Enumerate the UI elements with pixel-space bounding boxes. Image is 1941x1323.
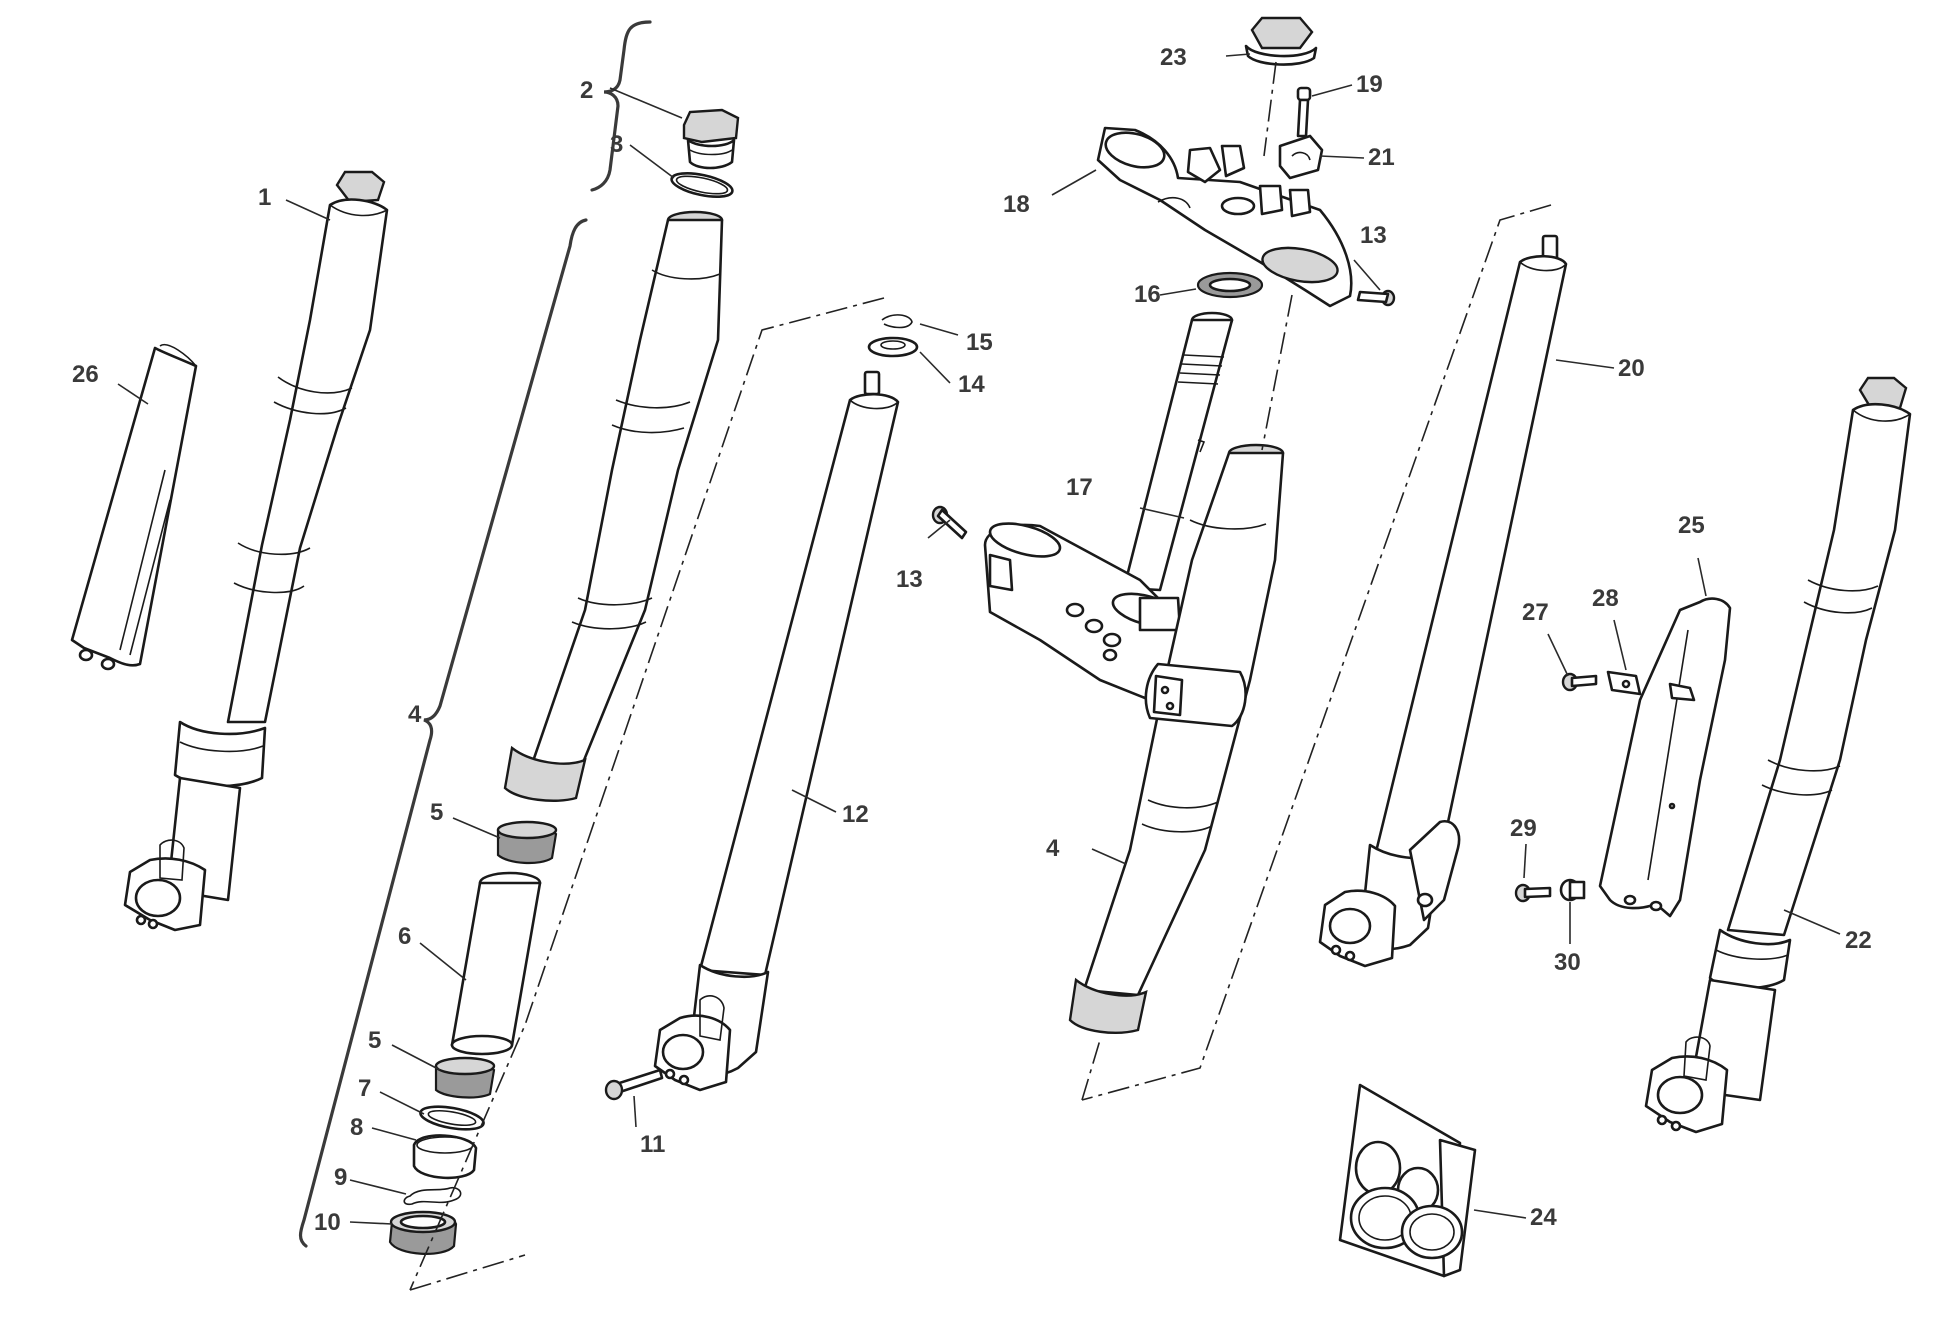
spacer-30 xyxy=(1561,880,1584,900)
callout-20: 20 xyxy=(1618,355,1645,382)
seal-kit-bag xyxy=(1340,1085,1475,1276)
oil-seal xyxy=(414,1135,476,1177)
bolt-27 xyxy=(1563,674,1596,690)
group-brackets xyxy=(298,20,652,1248)
washer xyxy=(419,1103,486,1134)
callout-27: 27 xyxy=(1522,599,1549,626)
callout-11: 11 xyxy=(640,1131,665,1158)
callout-19: 19 xyxy=(1356,71,1383,98)
outer-fork-tube-center xyxy=(1070,445,1283,1033)
callout-30: 30 xyxy=(1554,949,1581,976)
callout-1: 1 xyxy=(258,184,271,211)
washer-14 xyxy=(869,338,917,356)
callout-labels: 1 2 3 4 4 5 5 6 7 8 9 10 11 12 13 13 14 … xyxy=(72,44,1872,1236)
callout-17: 17 xyxy=(1066,474,1093,501)
assembly-lines xyxy=(409,61,1552,1291)
fork-guard-left xyxy=(72,345,196,669)
outer-fork-tube xyxy=(505,212,722,801)
callout-10: 10 xyxy=(314,1209,341,1236)
fork-top-cap xyxy=(684,110,738,168)
retaining-clip xyxy=(404,1188,460,1205)
callout-8: 8 xyxy=(350,1114,363,1141)
callout-23: 23 xyxy=(1160,44,1187,71)
upper-triple-clamp xyxy=(1098,127,1351,306)
callout-13-lower: 13 xyxy=(896,566,923,593)
callout-15: 15 xyxy=(966,329,993,356)
bushing-upper xyxy=(498,822,556,863)
leader-lines xyxy=(117,53,1841,1225)
inner-slider-right xyxy=(1320,236,1566,966)
spacer-tube xyxy=(452,873,540,1054)
callout-4-left: 4 xyxy=(408,701,422,728)
callout-29: 29 xyxy=(1510,815,1537,842)
callout-9: 9 xyxy=(334,1164,347,1191)
callout-4-center: 4 xyxy=(1046,835,1060,862)
bolt-11 xyxy=(606,1070,662,1099)
callout-3: 3 xyxy=(610,131,623,158)
steering-stem xyxy=(1124,313,1232,590)
clamp-21 xyxy=(1280,136,1322,178)
callout-18: 18 xyxy=(1003,191,1030,218)
o-ring xyxy=(670,169,735,201)
callout-14: 14 xyxy=(958,371,985,398)
bolt-19 xyxy=(1298,88,1310,136)
inner-slider-tube xyxy=(655,372,898,1090)
fork-guard-right xyxy=(1600,599,1730,916)
bearing-16 xyxy=(1198,273,1262,297)
callout-16: 16 xyxy=(1134,281,1161,308)
callout-12: 12 xyxy=(842,801,869,828)
callout-7: 7 xyxy=(358,1075,371,1102)
callout-22: 22 xyxy=(1845,927,1872,954)
bolt-13-top xyxy=(1358,291,1394,305)
steering-nut xyxy=(1246,18,1316,65)
callout-24: 24 xyxy=(1530,1204,1557,1231)
clip-15 xyxy=(882,315,912,328)
callout-5-upper: 5 xyxy=(430,799,443,826)
clip-28 xyxy=(1608,672,1694,700)
dust-seal xyxy=(390,1212,456,1254)
bolt-29 xyxy=(1516,885,1550,901)
left-fork-leg-assembly xyxy=(125,172,387,930)
callout-6: 6 xyxy=(398,923,411,950)
callout-5-lower: 5 xyxy=(368,1027,381,1054)
lower-triple-clamp xyxy=(985,517,1196,700)
right-fork-leg-assembly xyxy=(1646,378,1910,1132)
callout-25: 25 xyxy=(1678,512,1705,539)
callout-13-upper: 13 xyxy=(1360,222,1387,249)
bushing-lower xyxy=(436,1058,494,1097)
callout-21: 21 xyxy=(1368,144,1395,171)
callout-28: 28 xyxy=(1592,585,1619,612)
bolt-13-lower xyxy=(933,507,966,538)
callout-26: 26 xyxy=(72,361,99,388)
callout-2: 2 xyxy=(580,77,593,104)
